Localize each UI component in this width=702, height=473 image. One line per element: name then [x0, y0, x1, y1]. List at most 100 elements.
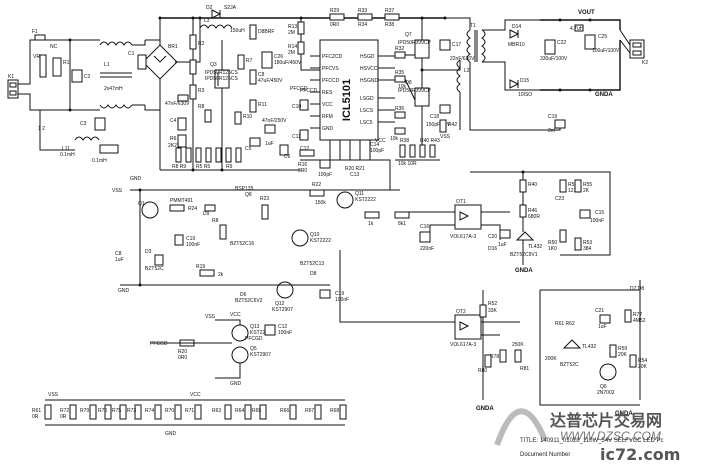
label-q1-value: PMMT491 [170, 198, 193, 204]
label-c16: C16 [420, 224, 429, 230]
pfc-inductor-l3: L3 150uH [199, 18, 245, 34]
label-c20: C20 [488, 234, 497, 240]
label-k2: K2 [642, 60, 648, 66]
svg-text:121K: 121K [568, 188, 580, 194]
label-br1: BR1 [168, 44, 178, 50]
svg-text:PFCGD: PFCGD [245, 336, 263, 342]
ic-pin-left-2: PFCCD [322, 78, 340, 84]
svg-text:R9: R9 [226, 164, 233, 170]
svg-text:GND: GND [230, 381, 242, 387]
svg-text:R40 R43: R40 R43 [420, 138, 440, 144]
optocoupler-ot1: OT1 VOL617A-3 [450, 199, 482, 240]
label-q8-value: IPD50R399CP [398, 88, 431, 94]
svg-text:BZT52C13: BZT52C13 [300, 261, 324, 267]
title-block-text: 140911_01028_110W_54V SELFVCC LED Pc [540, 438, 664, 444]
label-l3-value: 150uH [230, 28, 245, 34]
svg-text:R68: R68 [330, 408, 339, 414]
svg-text:1uF: 1uF [598, 324, 607, 330]
svg-text:R13: R13 [288, 24, 297, 30]
label-r53: R53 [583, 240, 592, 246]
label-vout: VOUT [578, 10, 595, 16]
svg-text:C26: C26 [274, 54, 283, 60]
label-r50: R50 [548, 240, 557, 246]
svg-text:T1: T1 [470, 23, 476, 29]
svg-text:R32: R32 [395, 46, 404, 52]
svg-text:MBR10: MBR10 [508, 42, 525, 48]
watermark-url: WWW.DZSC.COM [560, 429, 661, 443]
svg-text:C18: C18 [430, 114, 439, 120]
svg-text:VSS: VSS [440, 134, 451, 140]
label-gnda-left: GNDA [476, 406, 494, 412]
svg-text:R29: R29 [330, 8, 339, 14]
svg-text:GND: GND [165, 431, 177, 437]
label-c13: C13 [350, 172, 359, 178]
transformer: T1 [466, 23, 486, 63]
svg-text:R61 R62: R61 R62 [555, 321, 575, 327]
label-tl1: TL432 [528, 244, 542, 250]
input-connector: K1 [7, 74, 19, 99]
ic-pin-right-4: LSCS [360, 108, 374, 114]
label-q10: Q10 [310, 232, 320, 238]
label-r75: R75 [112, 408, 121, 414]
svg-text:R23: R23 [260, 196, 269, 202]
svg-text:C17: C17 [452, 42, 461, 48]
label-ot2: OT2 [456, 309, 466, 315]
label-d15: D15 [520, 78, 529, 84]
label-r37: R37 [385, 8, 394, 14]
label-q10-value: KST2222 [310, 238, 331, 244]
label-c4: C4 [170, 118, 177, 124]
label-q11-value: KST2222 [355, 197, 376, 203]
svg-text:R11: R11 [258, 102, 267, 108]
svg-text:VSS: VSS [48, 392, 59, 398]
svg-text:C10: C10 [292, 104, 301, 110]
label-q6: Q6 [600, 384, 607, 390]
optocoupler-ot2: OT2 VOL617A-3 [450, 309, 482, 348]
label-l2: L2 [464, 68, 470, 74]
svg-text:C19: C19 [186, 236, 195, 242]
label-q8: Q8 [405, 80, 412, 86]
label-pfcgd: PFCGD [150, 341, 168, 347]
svg-text:R14: R14 [288, 44, 297, 50]
label-c2: C2 [84, 74, 91, 80]
label-q11: Q11 [355, 191, 364, 197]
label-q13: Q13 [250, 324, 260, 330]
label-d14: D14 [512, 24, 521, 30]
label-q12-value: KST2907 [272, 307, 293, 313]
label-q5: Q5 [250, 346, 257, 352]
label-r6: R6 [170, 136, 177, 142]
watermark-brand: ic72.com [600, 445, 680, 464]
label-ot1: OT1 [456, 199, 466, 205]
label-s2ja: S2JA [224, 5, 237, 11]
svg-text:47nF/630V: 47nF/630V [165, 101, 190, 107]
label-r1: R1 [63, 60, 70, 66]
svg-text:100nF: 100nF [186, 242, 200, 248]
svg-text:BZT52C: BZT52C [560, 362, 579, 368]
label-r2: R2 [198, 41, 205, 47]
bottom-resistor-array: VSS VCC R61 0R R72 0R R79 R76 R75 R73 R7… [32, 392, 347, 437]
svg-text:R59: R59 [618, 346, 627, 352]
svg-text:D8: D8 [310, 271, 317, 277]
label-l1-value: 2x47mH [104, 86, 123, 92]
svg-text:D7 D8: D7 D8 [630, 286, 644, 292]
svg-text:330uF/100V: 330uF/100V [540, 56, 568, 62]
svg-text:220nF: 220nF [420, 246, 434, 252]
label-r71: R71 [185, 408, 194, 414]
svg-text:150k: 150k [315, 200, 326, 206]
label-ot2-value: VOL617A-3 [450, 342, 476, 348]
svg-text:IPD50R125CS: IPD50R125CS [205, 70, 238, 76]
ic-icl5101: ICL5101 PFCZCD PFCVS PFCCD RES VCC RFM G… [319, 39, 379, 141]
svg-text:R52: R52 [488, 301, 497, 307]
svg-text:D8BRF: D8BRF [258, 29, 274, 35]
svg-text:IPD50R125CS: IPD50R125CS [205, 76, 238, 82]
label-gnda-mid: GNDA [515, 268, 533, 274]
svg-text:R8 R9: R8 R9 [172, 164, 186, 170]
svg-text:R19: R19 [196, 264, 205, 270]
svg-text:200K: 200K [545, 356, 557, 362]
svg-text:R63: R63 [212, 408, 221, 414]
svg-text:8k1: 8k1 [398, 221, 406, 227]
label-r42: R42 [448, 122, 457, 128]
svg-text:1uF: 1uF [265, 141, 274, 147]
svg-text:R35: R35 [395, 70, 404, 76]
svg-text:1 2: 1 2 [38, 126, 45, 132]
label-r22: R22 [312, 182, 321, 188]
